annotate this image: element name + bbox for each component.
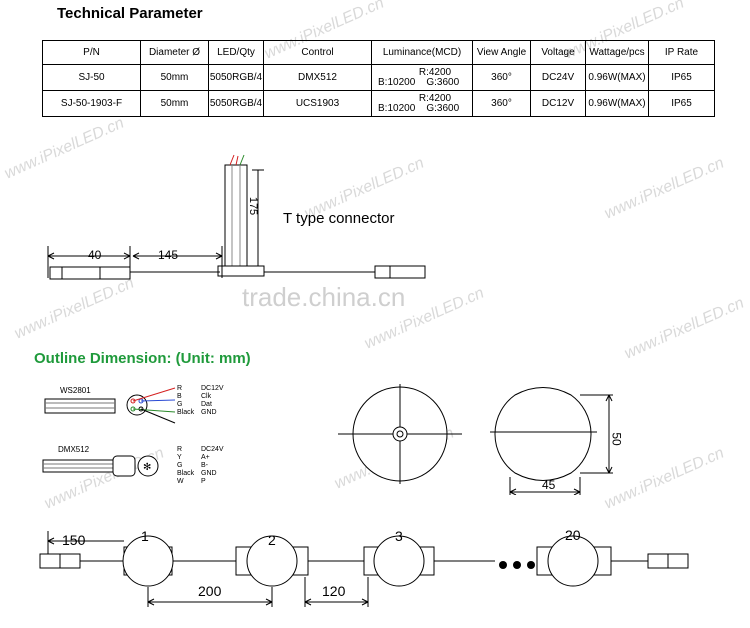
- diameter-cell: 50mm: [140, 64, 209, 91]
- pixel-chain-drawing: [39, 531, 689, 607]
- wire-color: Black: [177, 470, 195, 477]
- angle-cell: 360°: [472, 90, 531, 117]
- dim-200: 200: [198, 583, 222, 599]
- header-cell: Voltage: [530, 40, 586, 65]
- luminance-blue-green: B:10200 G:3600: [378, 76, 460, 88]
- wire-row: Black GND: [177, 409, 257, 417]
- wire-row: Black GND: [177, 470, 257, 478]
- dim-150: 150: [62, 532, 86, 548]
- header-cell: IP Rate: [648, 40, 715, 65]
- pn-cell: SJ-50-1903-F: [42, 90, 141, 117]
- table-row: SJ-50-1903-F 50mm 5050RGB/4 UCS1903 R:42…: [42, 90, 715, 117]
- wire-color: G: [177, 462, 183, 469]
- wire-color: R: [177, 446, 183, 453]
- header-cell: View Angle: [472, 40, 531, 65]
- wire-signal: DC12V: [201, 385, 224, 392]
- wire-signal: DC24V: [201, 446, 224, 453]
- wire-color: W: [177, 478, 184, 485]
- header-cell: Luminance(MCD): [371, 40, 473, 65]
- wire-signal: A+: [201, 454, 210, 461]
- wire-signal: P: [201, 478, 206, 485]
- wire-row: R DC24V: [177, 446, 257, 454]
- dim-40: 40: [88, 248, 102, 262]
- header-cell: Diameter Ø: [140, 40, 209, 65]
- wattage-cell: 0.96W(MAX): [585, 90, 649, 117]
- wire-signal: Dat: [201, 401, 212, 408]
- control-cell: UCS1903: [263, 90, 372, 117]
- dim-145: 145: [158, 248, 179, 262]
- svg-text:✻: ✻: [143, 462, 151, 473]
- node-label: 2: [268, 532, 276, 548]
- wire-row: R DC12V: [177, 385, 257, 393]
- technical-title: Technical Parameter: [57, 5, 203, 22]
- wire-row: B Clk: [177, 393, 257, 401]
- wire-signal: GND: [201, 409, 217, 416]
- control-cell: DMX512: [263, 64, 372, 91]
- side-view-drawing: [490, 387, 613, 495]
- wire-color: R: [177, 385, 183, 392]
- ip-cell: IP65: [648, 64, 715, 91]
- dim-45: 45: [542, 478, 556, 492]
- ip-cell: IP65: [648, 90, 715, 117]
- wire-row: G B-: [177, 462, 257, 470]
- wire-row: G Dat: [177, 401, 257, 409]
- wire-color: Black: [177, 409, 195, 416]
- t-connector-drawing: [47, 154, 426, 280]
- dim-50: 50: [609, 432, 624, 446]
- luminance-blue-green: B:10200 G:3600: [378, 102, 460, 114]
- wire-row: Y A+: [177, 454, 257, 462]
- dim-175: 175: [247, 196, 260, 216]
- table-header-row: P/N Diameter Ø LED/Qty Control Luminance…: [42, 40, 715, 65]
- table-row: SJ-50 50mm 5050RGB/4 DMX512 R:4200 B:102…: [42, 64, 715, 91]
- wattage-cell: 0.96W(MAX): [585, 64, 649, 91]
- dmx512-label: DMX512: [58, 445, 90, 454]
- node-label: 20: [565, 527, 581, 543]
- wire-signal: GND: [201, 470, 217, 477]
- outline-title: Outline Dimension: (Unit: mm): [34, 350, 251, 367]
- node-label: 1: [141, 528, 149, 544]
- luminance-cell: R:4200 B:10200 G:3600: [371, 90, 473, 117]
- voltage-cell: DC12V: [530, 90, 586, 117]
- trade-watermark: trade.china.cn: [242, 282, 406, 312]
- header-cell: Wattage/pcs: [585, 40, 649, 65]
- wire-signal: B-: [201, 462, 208, 469]
- pn-cell: SJ-50: [42, 64, 141, 91]
- front-view-drawing: [338, 384, 462, 484]
- angle-cell: 360°: [472, 64, 531, 91]
- luminance-cell: R:4200 B:10200 G:3600: [371, 64, 473, 91]
- luminance-red: R:4200: [418, 66, 452, 78]
- voltage-cell: DC24V: [530, 64, 586, 91]
- diameter-cell: 50mm: [140, 90, 209, 117]
- dim-120: 120: [322, 583, 346, 599]
- wire-color: Y: [177, 454, 182, 461]
- header-cell: P/N: [42, 40, 141, 65]
- dmx512-connector-drawing: ✻: [42, 455, 159, 477]
- luminance-red: R:4200: [418, 92, 452, 104]
- wire-color: B: [177, 393, 182, 400]
- ws2801-wire-list: R DC12V B Clk G Dat Black GND: [177, 385, 257, 417]
- led-cell: 5050RGB/4: [208, 90, 264, 117]
- ws2801-connector-drawing: [44, 387, 176, 424]
- header-cell: LED/Qty: [208, 40, 264, 65]
- wire-signal: Clk: [201, 393, 212, 400]
- led-cell: 5050RGB/4: [208, 64, 264, 91]
- node-label: 3: [395, 528, 403, 544]
- ws2801-label: WS2801: [60, 386, 91, 395]
- t-connector-label: T type connector: [283, 210, 395, 227]
- spec-table: P/N Diameter Ø LED/Qty Control Luminance…: [42, 40, 715, 117]
- wire-color: G: [177, 401, 183, 408]
- header-cell: Control: [263, 40, 372, 65]
